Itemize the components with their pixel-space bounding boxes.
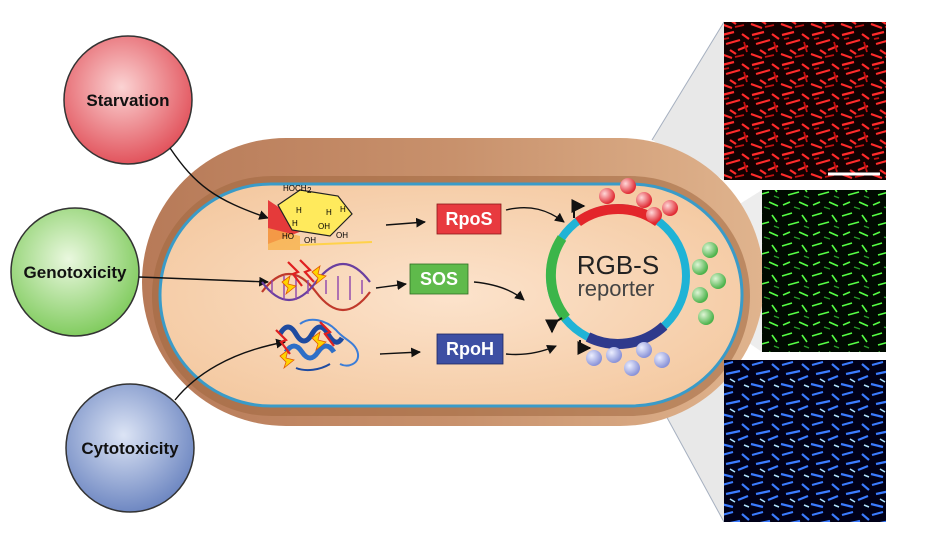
- cytotoxicity-label: Cytotoxicity: [81, 439, 179, 458]
- stress-genotoxicity: Genotoxicity: [11, 208, 139, 336]
- sugar-hoch: HOCH: [283, 184, 307, 193]
- rpoh-label: RpoH: [446, 339, 494, 359]
- sugar-hoch-sub: 2: [307, 186, 312, 195]
- reporter-subtitle: reporter: [577, 276, 654, 301]
- green-fluorescence-image: [762, 190, 886, 352]
- sugar-atom: OH: [336, 231, 348, 240]
- micrograph-red: [724, 22, 886, 180]
- sugar-atom: OH: [304, 236, 316, 245]
- stress-starvation: Starvation: [64, 36, 192, 164]
- sugar-atom: H: [296, 206, 302, 215]
- rpos-label: RpoS: [446, 209, 493, 229]
- micrograph-green: [762, 190, 886, 352]
- sugar-atom: HO: [282, 232, 294, 241]
- sugar-atom: H: [292, 219, 298, 228]
- promoter-rpoh: RpoH: [437, 334, 503, 364]
- sugar-atom: OH: [318, 222, 330, 231]
- sos-label: SOS: [420, 269, 458, 289]
- promoter-sos: SOS: [410, 264, 468, 294]
- sugar-atom: H: [326, 208, 332, 217]
- genotoxicity-label: Genotoxicity: [24, 263, 128, 282]
- sugar-atom: H: [340, 205, 346, 214]
- stress-cytotoxicity: Cytotoxicity: [66, 384, 194, 512]
- promoter-rpos: RpoS: [437, 204, 501, 234]
- starvation-label: Starvation: [86, 91, 169, 110]
- red-fluorescence-image: [724, 22, 886, 180]
- blue-fluorescence-image: [724, 360, 886, 522]
- micrograph-blue: [724, 360, 886, 522]
